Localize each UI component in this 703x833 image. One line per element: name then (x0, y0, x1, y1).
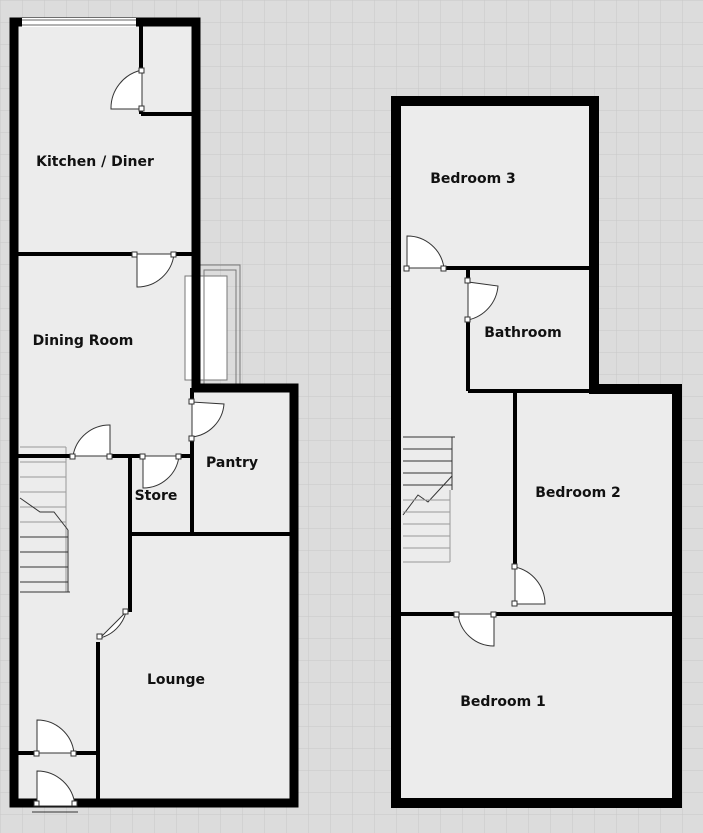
ground-labels: Kitchen / Diner Dining Room Store Pantry… (33, 154, 258, 688)
first-interior-walls (401, 266, 672, 616)
label-pantry: Pantry (206, 455, 258, 471)
front-door (32, 770, 78, 813)
first-labels: Bedroom 3 Bathroom Bedroom 2 Bedroom 1 (430, 171, 621, 710)
label-store: Store (135, 488, 178, 504)
ground-floor-area (14, 22, 294, 803)
ground-outer-walls (9, 17, 299, 808)
label-kitchen-diner: Kitchen / Diner (36, 154, 154, 170)
ground-floor: Kitchen / Diner Dining Room Store Pantry… (9, 17, 299, 813)
bedroom3-door (403, 235, 447, 272)
first-floor: Bedroom 3 Bathroom Bedroom 2 Bedroom 1 (391, 96, 682, 808)
bedroom2-door (511, 563, 546, 607)
label-bedroom-3: Bedroom 3 (430, 171, 516, 187)
kitchen-window (22, 18, 136, 27)
bathroom-door (464, 277, 499, 323)
ground-doors (32, 67, 225, 813)
label-bedroom-2: Bedroom 2 (535, 485, 621, 501)
store-door (139, 453, 182, 489)
porch-inner-door (33, 719, 77, 757)
label-bedroom-1: Bedroom 1 (460, 694, 546, 710)
kitchen-cupboard-door (110, 67, 145, 112)
label-dining-room: Dining Room (33, 333, 134, 349)
first-staircase (402, 436, 455, 563)
label-lounge: Lounge (147, 672, 205, 688)
pantry-door (188, 398, 225, 442)
hall-door (69, 424, 113, 460)
first-outer-walls (391, 96, 682, 808)
lounge-door (96, 608, 129, 640)
bedroom1-door (453, 611, 497, 647)
ground-staircase (19, 446, 70, 593)
dining-door (131, 251, 177, 288)
first-doors (403, 235, 546, 647)
label-bathroom: Bathroom (484, 325, 562, 341)
